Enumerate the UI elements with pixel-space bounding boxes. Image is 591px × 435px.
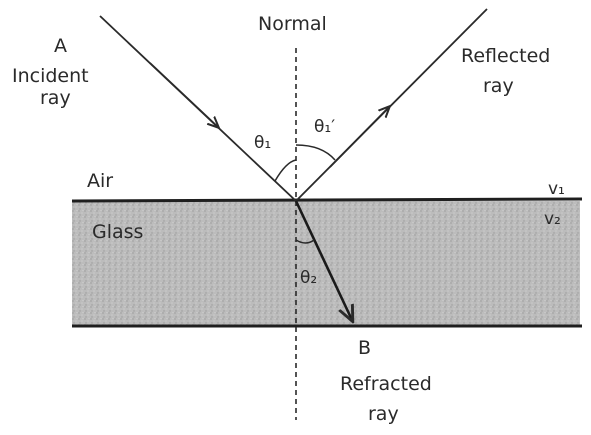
glass-label: Glass [92, 221, 143, 243]
theta1-arc [274, 159, 297, 182]
refracted-ray [294, 200, 352, 320]
reflected-arrow-segment [329, 107, 389, 168]
normal-label: Normal [258, 13, 327, 35]
theta2-label: θ₂ [300, 268, 317, 288]
incident-arrow-segment [149, 62, 218, 127]
point-a-label: A [54, 35, 67, 57]
theta1-prime-label: θ₁′ [314, 117, 335, 137]
refracted-label-line2: ray [368, 403, 399, 425]
incident-label-line1: Incident [12, 65, 89, 87]
theta1-prime-arc [295, 144, 336, 161]
incident-label-line2: ray [40, 87, 71, 109]
theta1-label: θ₁ [254, 133, 271, 153]
reflected-label-line2: ray [483, 75, 514, 97]
v2-label: v₂ [544, 209, 561, 229]
air-label: Air [87, 170, 113, 192]
refracted-label-line1: Refracted [340, 373, 432, 395]
point-b-label: B [358, 337, 371, 359]
reflected-label-line1: Reflected [461, 45, 550, 67]
theta2-arc [295, 239, 315, 244]
v1-label: v₁ [548, 179, 565, 199]
reflected-ray [295, 8, 488, 202]
air-glass-boundary [71, 197, 583, 203]
